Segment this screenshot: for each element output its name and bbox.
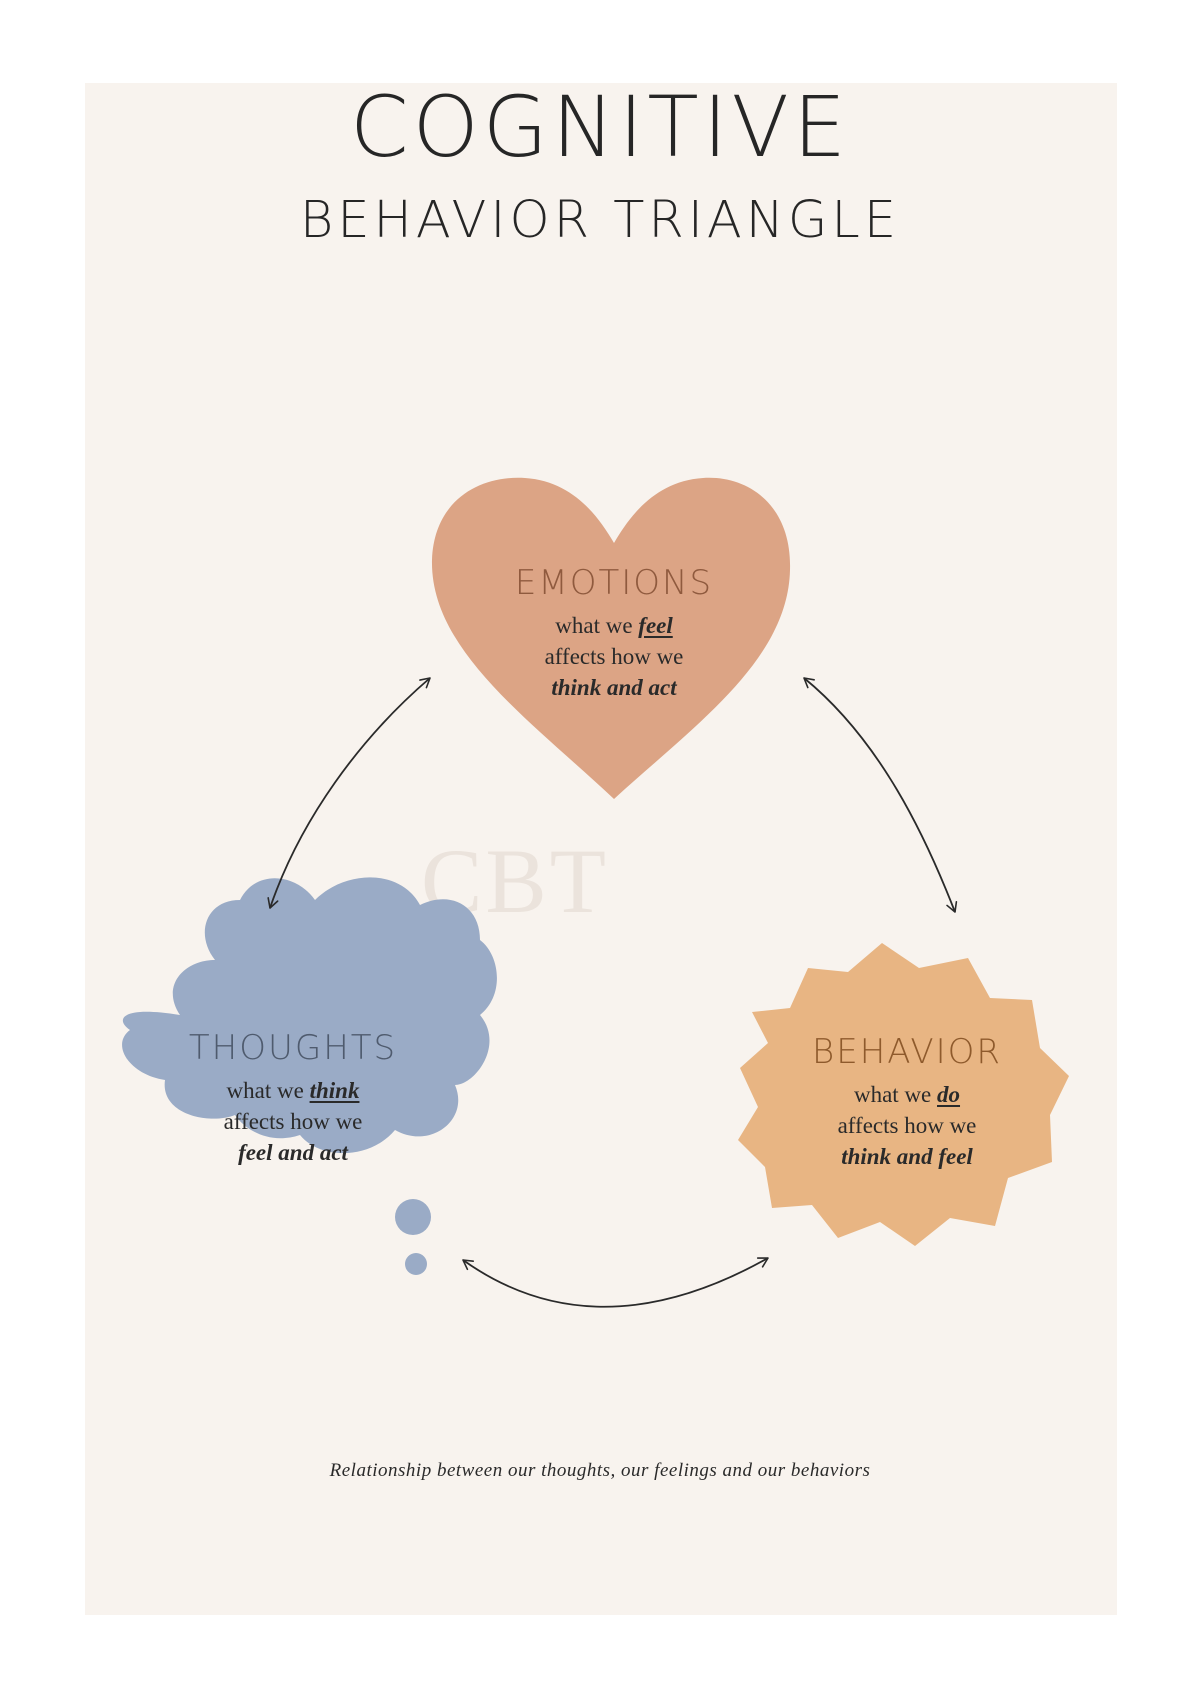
thoughts-line-2: affects how we: [223, 1109, 363, 1134]
emotions-emphasis: feel: [638, 613, 673, 638]
emotions-line-1-prefix: what we: [555, 613, 633, 638]
behavior-emphasis: do: [937, 1082, 961, 1107]
thoughts-cloud-shape: [122, 877, 497, 1154]
thoughts-node: THOUGHTS what we think affects how we fe…: [143, 1031, 443, 1168]
emotions-line-3: think and act: [551, 675, 677, 700]
thoughts-line-1-prefix: what we: [226, 1078, 304, 1103]
behavior-line-3: think and feel: [841, 1144, 973, 1169]
arrow-emotions-behavior: [803, 677, 958, 913]
thoughts-line-1: what we think: [143, 1075, 443, 1106]
thoughts-line-3: feel and act: [238, 1140, 348, 1165]
emotions-node: EMOTIONS what we feel affects how we thi…: [464, 566, 764, 703]
behavior-line-1: what we do: [757, 1079, 1057, 1110]
emotions-title: EMOTIONS: [514, 563, 714, 603]
behavior-title: BEHAVIOR: [811, 1032, 1003, 1072]
thoughts-bubble-large: [395, 1199, 431, 1235]
arrow-emotions-thoughts: [267, 677, 431, 909]
title-main: COGNITIVE: [349, 78, 851, 176]
thoughts-emphasis: think: [309, 1078, 360, 1103]
behavior-line-1-prefix: what we: [853, 1082, 932, 1107]
arrow-thoughts-behavior: [462, 1257, 769, 1308]
behavior-line-2: affects how we: [837, 1113, 977, 1138]
behavior-burst-shape: [738, 943, 1069, 1246]
caption: Relationship between our thoughts, our f…: [329, 1460, 871, 1481]
thoughts-bubble-small: [405, 1253, 427, 1275]
emotions-line-2: affects how we: [544, 644, 684, 669]
title-sub: BEHAVIOR TRIANGLE: [299, 191, 901, 250]
thoughts-title: THOUGHTS: [188, 1028, 398, 1068]
emotions-heart-shape: [431, 477, 791, 799]
behavior-node: BEHAVIOR what we do affects how we think…: [757, 1035, 1057, 1172]
emotions-line-1: what we feel: [464, 610, 764, 641]
